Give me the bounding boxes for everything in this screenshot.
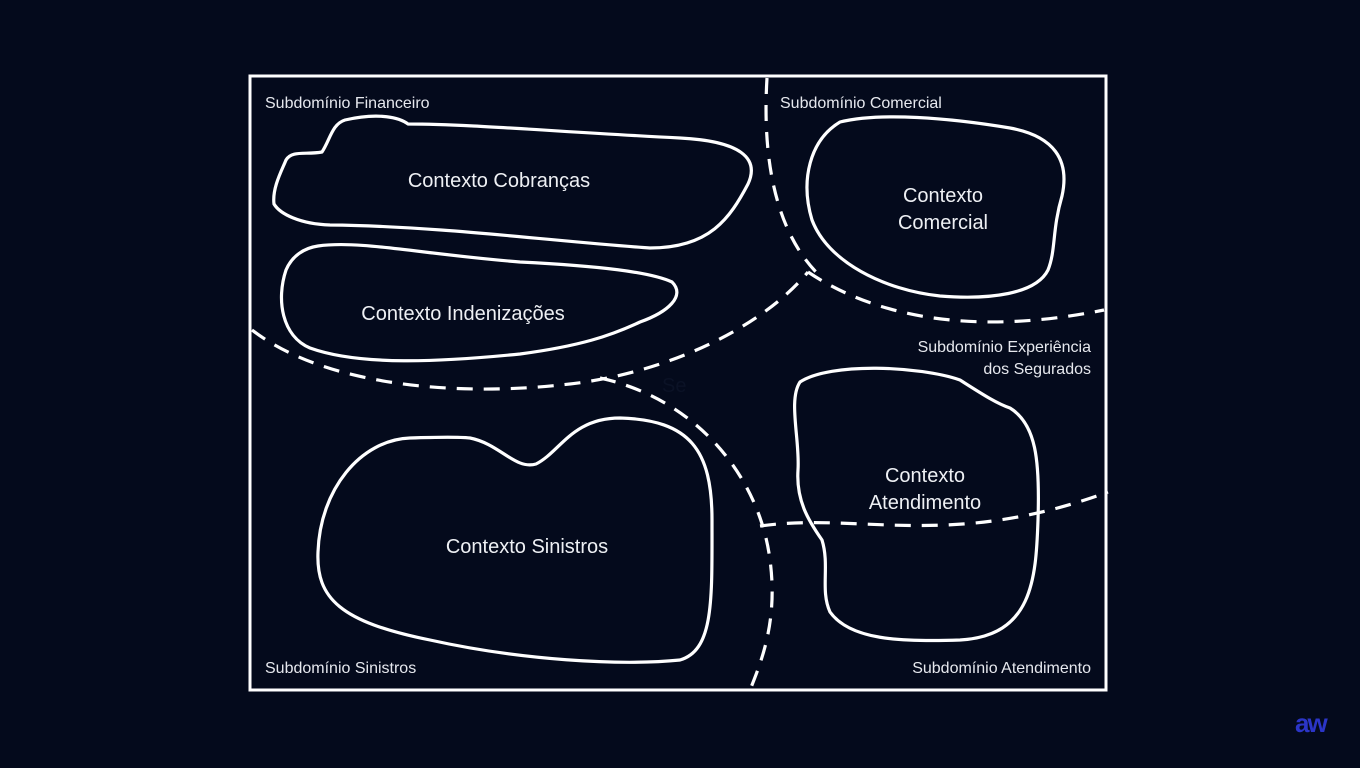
brand-logo: aw: [1295, 708, 1328, 738]
context-cobrancas-label: Contexto Cobranças: [408, 170, 590, 192]
divider-experiencia-atendimento: [759, 490, 1109, 528]
context-atendimento-label-line1: Contexto: [885, 465, 965, 487]
subdomain-financeiro-label: Subdomínio Financeiro: [265, 95, 430, 112]
divider-comercial-experiencia: [807, 270, 1105, 324]
center-ghost-text: Se: [662, 375, 686, 397]
diagram-frame: [248, 74, 1108, 692]
context-sinistros-label: Contexto Sinistros: [446, 536, 608, 558]
context-indenizacoes-shape: [279, 242, 679, 363]
divider-financeiro-sinistros: [251, 270, 810, 391]
subdomain-comercial-label: Subdomínio Comercial: [780, 95, 942, 112]
divider-sinistros-atendimento: [599, 376, 774, 691]
divider-financeiro-comercial: [764, 77, 818, 274]
subdomain-atendimento-label: Subdomínio Atendimento: [912, 660, 1091, 677]
context-cobrancas-shape: [272, 114, 753, 250]
context-indenizacoes-label: Contexto Indenizações: [361, 303, 564, 325]
subdomain-experiencia-label-line2: dos Segurados: [983, 361, 1091, 378]
context-comercial-label-line1: Contexto: [903, 185, 983, 207]
context-atendimento-shape: [793, 366, 1041, 643]
context-sinistros-shape: [316, 416, 714, 664]
context-atendimento-label-line2: Atendimento: [869, 492, 981, 514]
subdomain-sinistros-label: Subdomínio Sinistros: [265, 660, 416, 677]
context-comercial-shape: [805, 115, 1066, 299]
subdomain-experiencia-label-line1: Subdomínio Experiência: [918, 339, 1092, 356]
context-comercial-label-line2: Comercial: [898, 212, 988, 234]
